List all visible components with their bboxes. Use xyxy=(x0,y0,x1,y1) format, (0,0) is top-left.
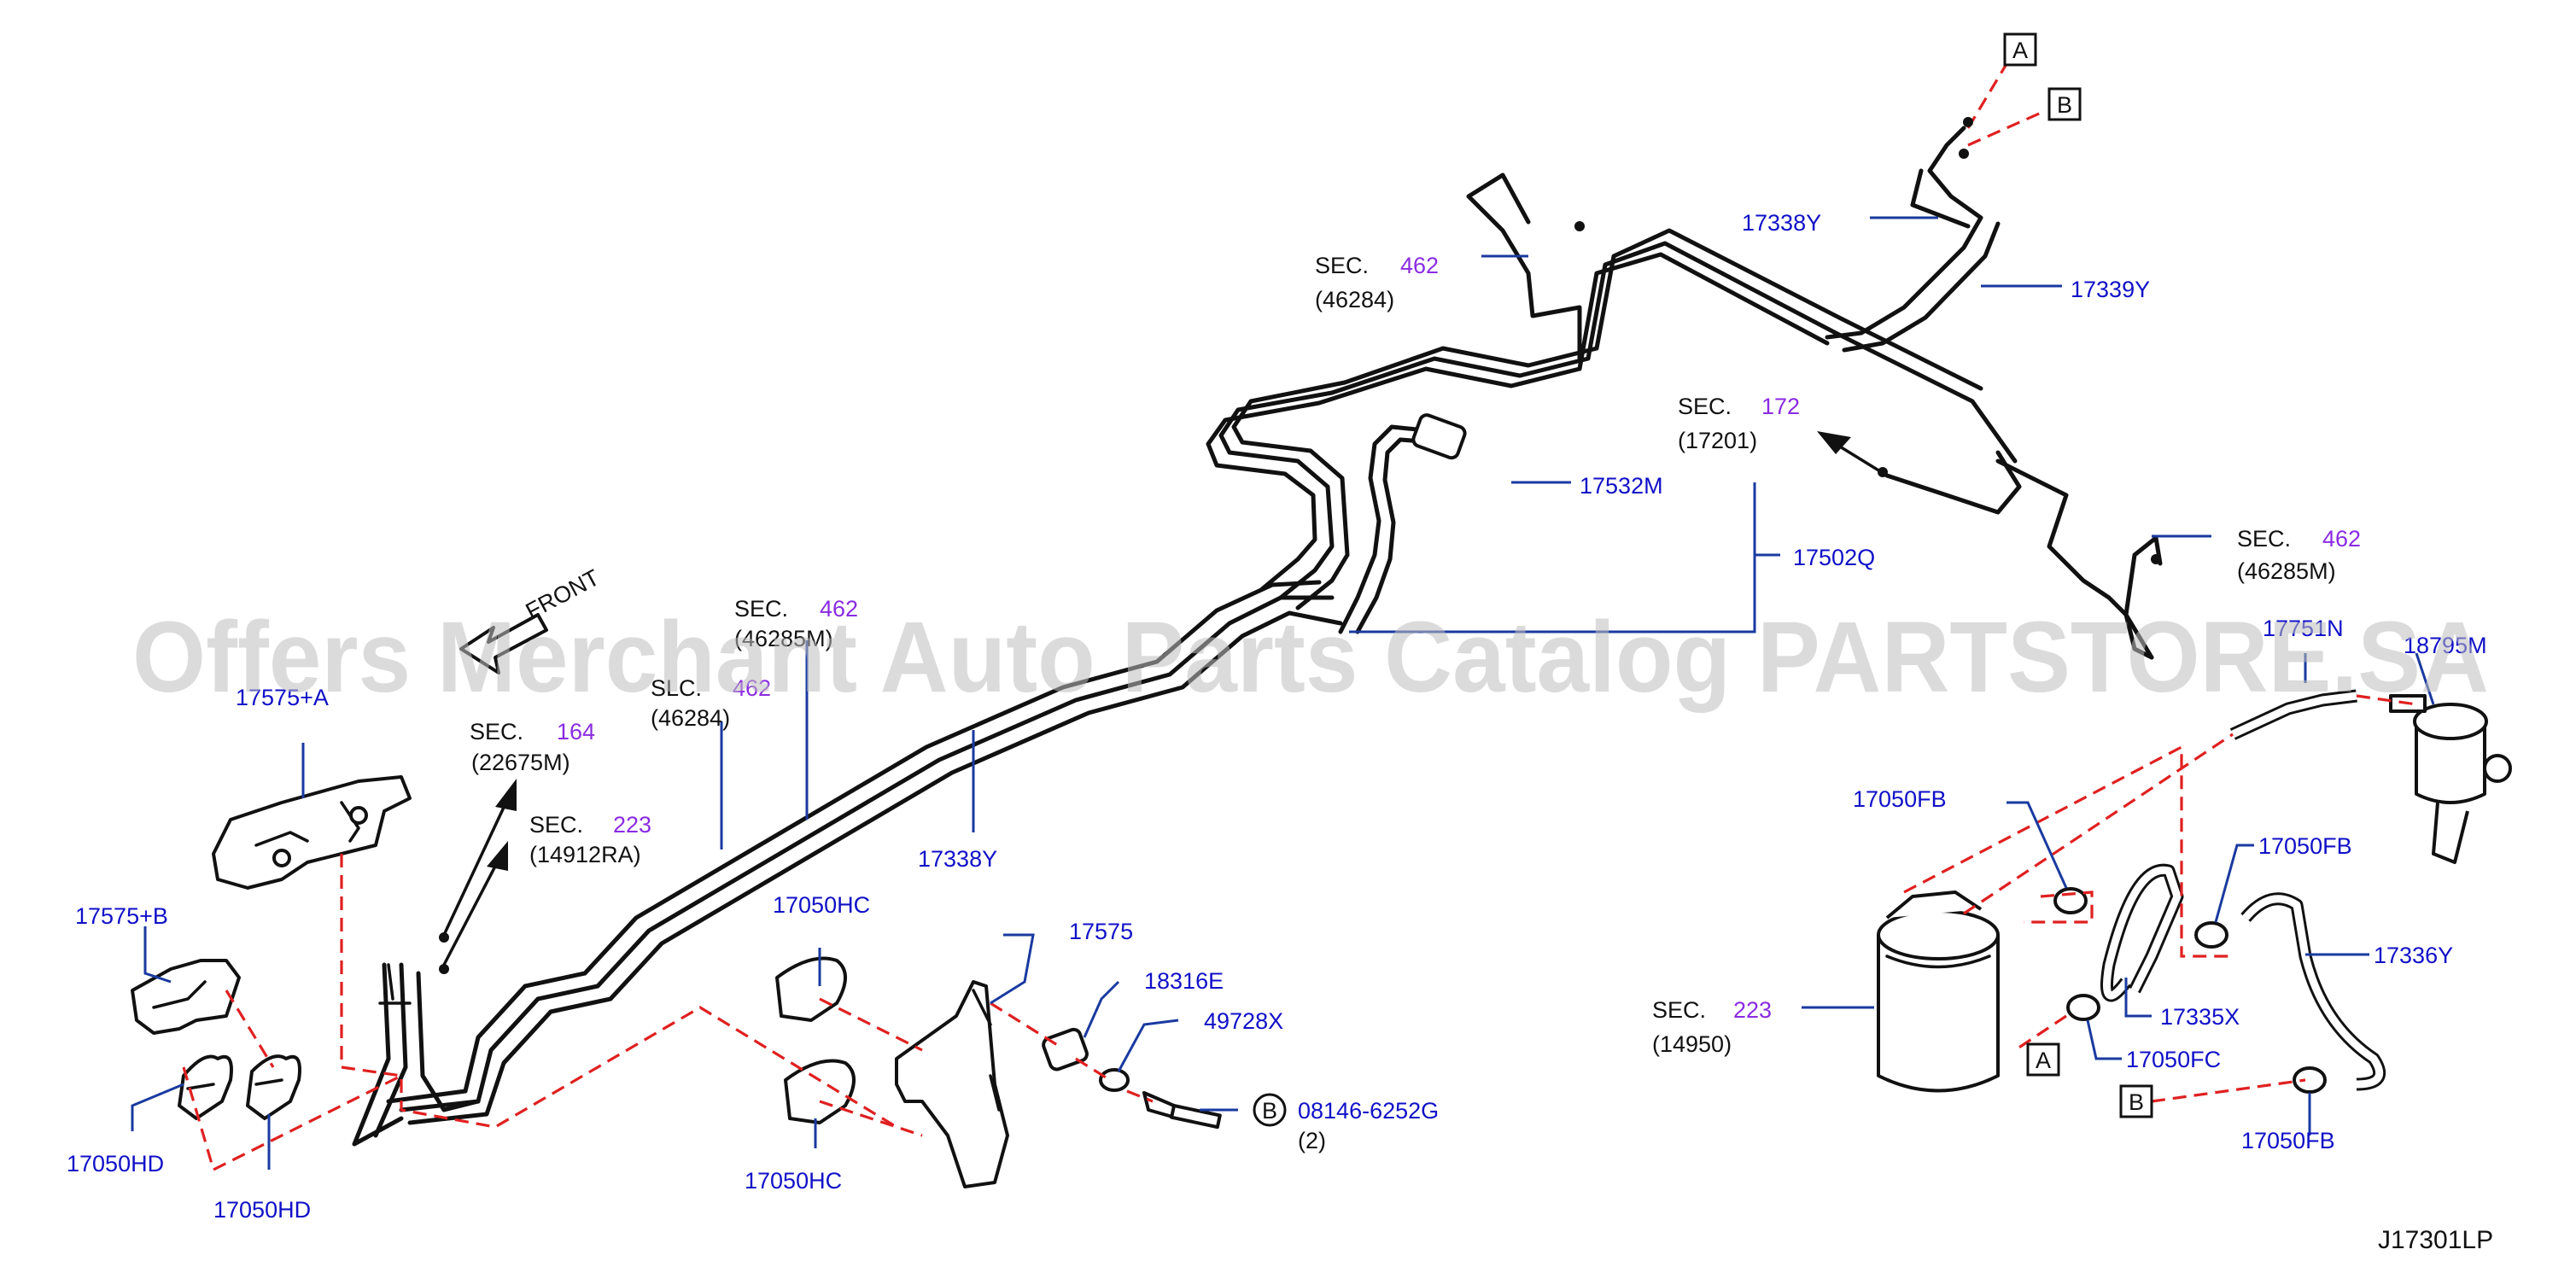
brake-line-46284 xyxy=(1466,172,1582,361)
clips-17050HC xyxy=(775,956,856,1124)
marker-a-top: A xyxy=(2012,38,2028,63)
canister-14950 xyxy=(1877,890,2000,1093)
diagram-code: J17301LP xyxy=(2378,1226,2493,1254)
pipe-end-dot xyxy=(1574,221,1585,231)
sec-462a-number[interactable]: 462 xyxy=(733,675,771,701)
callout-17050HD-1[interactable]: 17050HD xyxy=(67,1151,164,1176)
callout-17050FC[interactable]: 17050FC xyxy=(2126,1047,2221,1072)
sec-172-word: SEC. xyxy=(1678,394,1732,419)
callout-17050HC-2[interactable]: 17050HC xyxy=(745,1168,842,1194)
pipe-end-dot xyxy=(439,932,449,943)
callout-17575[interactable]: 17575 xyxy=(1069,919,1133,944)
marker-a-bottom: A xyxy=(2036,1048,2051,1073)
sec-164-word: SEC. xyxy=(470,719,523,744)
sec-172-number[interactable]: 172 xyxy=(1761,394,1800,419)
bracket-17575B xyxy=(131,959,241,1035)
sec-462a-word: SLC. xyxy=(651,675,702,701)
callout-17338Y-upper[interactable]: 17338Y xyxy=(1742,210,1821,236)
marker-b-circle-letter: B xyxy=(1262,1098,1277,1124)
marker-b-bottom-box xyxy=(2119,1084,2153,1118)
sec-462d-word: SEC. xyxy=(2237,526,2291,552)
callout-17050FB-3[interactable]: 17050FB xyxy=(2241,1128,2335,1153)
pipe-end-dot xyxy=(1959,149,1969,159)
marker-b-top: B xyxy=(2057,92,2072,118)
main-tube-bundle xyxy=(386,126,2018,1125)
sec-223b-word: SEC. xyxy=(1652,997,1706,1023)
hose-clamp-17050FC xyxy=(2066,994,2100,1021)
marker-b-circle xyxy=(1253,1093,1287,1127)
callout-18795M[interactable]: 18795M xyxy=(2404,633,2487,658)
connection-dashes xyxy=(182,63,2417,1171)
sec-462c-number[interactable]: 462 xyxy=(1400,253,1439,278)
sec-223b-ref: (14950) xyxy=(1652,1031,1732,1057)
front-direction-arrow xyxy=(459,613,548,674)
fuel-line-17201 xyxy=(1884,450,2022,515)
tube-to-46285M xyxy=(1995,458,2154,660)
bracket-17575 xyxy=(895,980,1009,1188)
marker-b-bottom: B xyxy=(2129,1089,2144,1115)
sec-223a-number[interactable]: 223 xyxy=(613,812,651,838)
callout-17336Y[interactable]: 17336Y xyxy=(2374,943,2453,968)
sec164-arrowhead xyxy=(495,779,517,811)
pipe-end-dot xyxy=(439,964,449,974)
sec-223b-number[interactable]: 223 xyxy=(1733,997,1772,1023)
callout-18316E[interactable]: 18316E xyxy=(1144,968,1224,994)
sec-223a-ref: (14912RA) xyxy=(529,842,641,867)
sec223-arrow-line xyxy=(442,856,501,966)
marker-a-bottom-box xyxy=(2026,1042,2060,1077)
hose-17335X xyxy=(2100,863,2184,1002)
callout-17339Y[interactable]: 17339Y xyxy=(2071,277,2150,302)
pipe-end-dot xyxy=(1963,117,1973,127)
clips-17050HD xyxy=(178,1054,301,1120)
washer-49728X xyxy=(1099,1068,1130,1092)
callout-17050HC-1[interactable]: 17050HC xyxy=(773,892,870,918)
sec-172-ref: (17201) xyxy=(1678,428,1757,453)
hose-clamps-17050FB xyxy=(2053,887,2327,1094)
callout-17338Y-lower[interactable]: 17338Y xyxy=(918,846,997,872)
brake-line-46285M xyxy=(2123,535,2163,660)
callout-08146-6252G[interactable]: 08146-6252G xyxy=(1298,1098,1439,1124)
sec164-arrow-line xyxy=(442,797,510,937)
hose-17336Y xyxy=(2240,892,2386,1091)
callout-17751N[interactable]: 17751N xyxy=(2263,616,2344,641)
bolt-08146 xyxy=(1142,1091,1222,1130)
callout-17050FB-1[interactable]: 17050FB xyxy=(1853,786,1947,812)
sec-462d-ref: (46285M) xyxy=(2237,558,2336,584)
callout-17502Q[interactable]: 17502Q xyxy=(1793,545,1875,570)
sec-462b-number[interactable]: 462 xyxy=(820,596,858,622)
callout-17050HD-2[interactable]: 17050HD xyxy=(213,1197,311,1223)
sec-462b-word: SEC. xyxy=(734,596,788,622)
labels: FRONT 17575+A 17575+B 17050HD 17050HD 17… xyxy=(67,32,2493,1254)
sec-462a-ref: (46284) xyxy=(651,705,730,731)
pipe-end-dot xyxy=(2151,554,2161,564)
bracket-17575A xyxy=(212,775,412,890)
sec172-arrowhead xyxy=(1817,431,1851,454)
sec-462c-ref: (46284) xyxy=(1315,287,1394,312)
sec-164-ref: (22675M) xyxy=(471,750,570,775)
callout-08146-qty: (2) xyxy=(1298,1128,1326,1153)
callout-17050FB-2[interactable]: 17050FB xyxy=(2258,833,2352,859)
grommet-18316E xyxy=(1042,1027,1089,1071)
sec-223a-word: SEC. xyxy=(529,812,583,838)
callout-17335X[interactable]: 17335X xyxy=(2160,1004,2240,1030)
sec-462d-number[interactable]: 462 xyxy=(2322,526,2361,552)
leader-lines xyxy=(131,216,2435,1170)
branch-tube-17502Q xyxy=(1338,413,1467,634)
callout-17575B[interactable]: 17575+B xyxy=(75,903,168,929)
callout-17532M[interactable]: 17532M xyxy=(1580,473,1663,499)
callout-49728X[interactable]: 49728X xyxy=(1204,1008,1283,1034)
sec-462b-ref: (46285M) xyxy=(734,626,833,651)
sec223-arrowhead xyxy=(487,841,508,871)
hose-17751N xyxy=(2229,689,2357,740)
vacuum-valve-18795M xyxy=(2389,694,2512,864)
watermark-text: Offers Merchant Auto Parts Catalog PARTS… xyxy=(132,601,2489,714)
sec-164-number[interactable]: 164 xyxy=(557,719,595,744)
front-tube-ends xyxy=(352,962,481,1147)
callout-17575A[interactable]: 17575+A xyxy=(236,685,329,710)
sec-462c-word: SEC. xyxy=(1315,253,1369,278)
marker-b-top-box xyxy=(2047,87,2082,121)
marker-a-top-box xyxy=(2003,32,2037,67)
pipe-end-dot xyxy=(1878,467,1888,477)
